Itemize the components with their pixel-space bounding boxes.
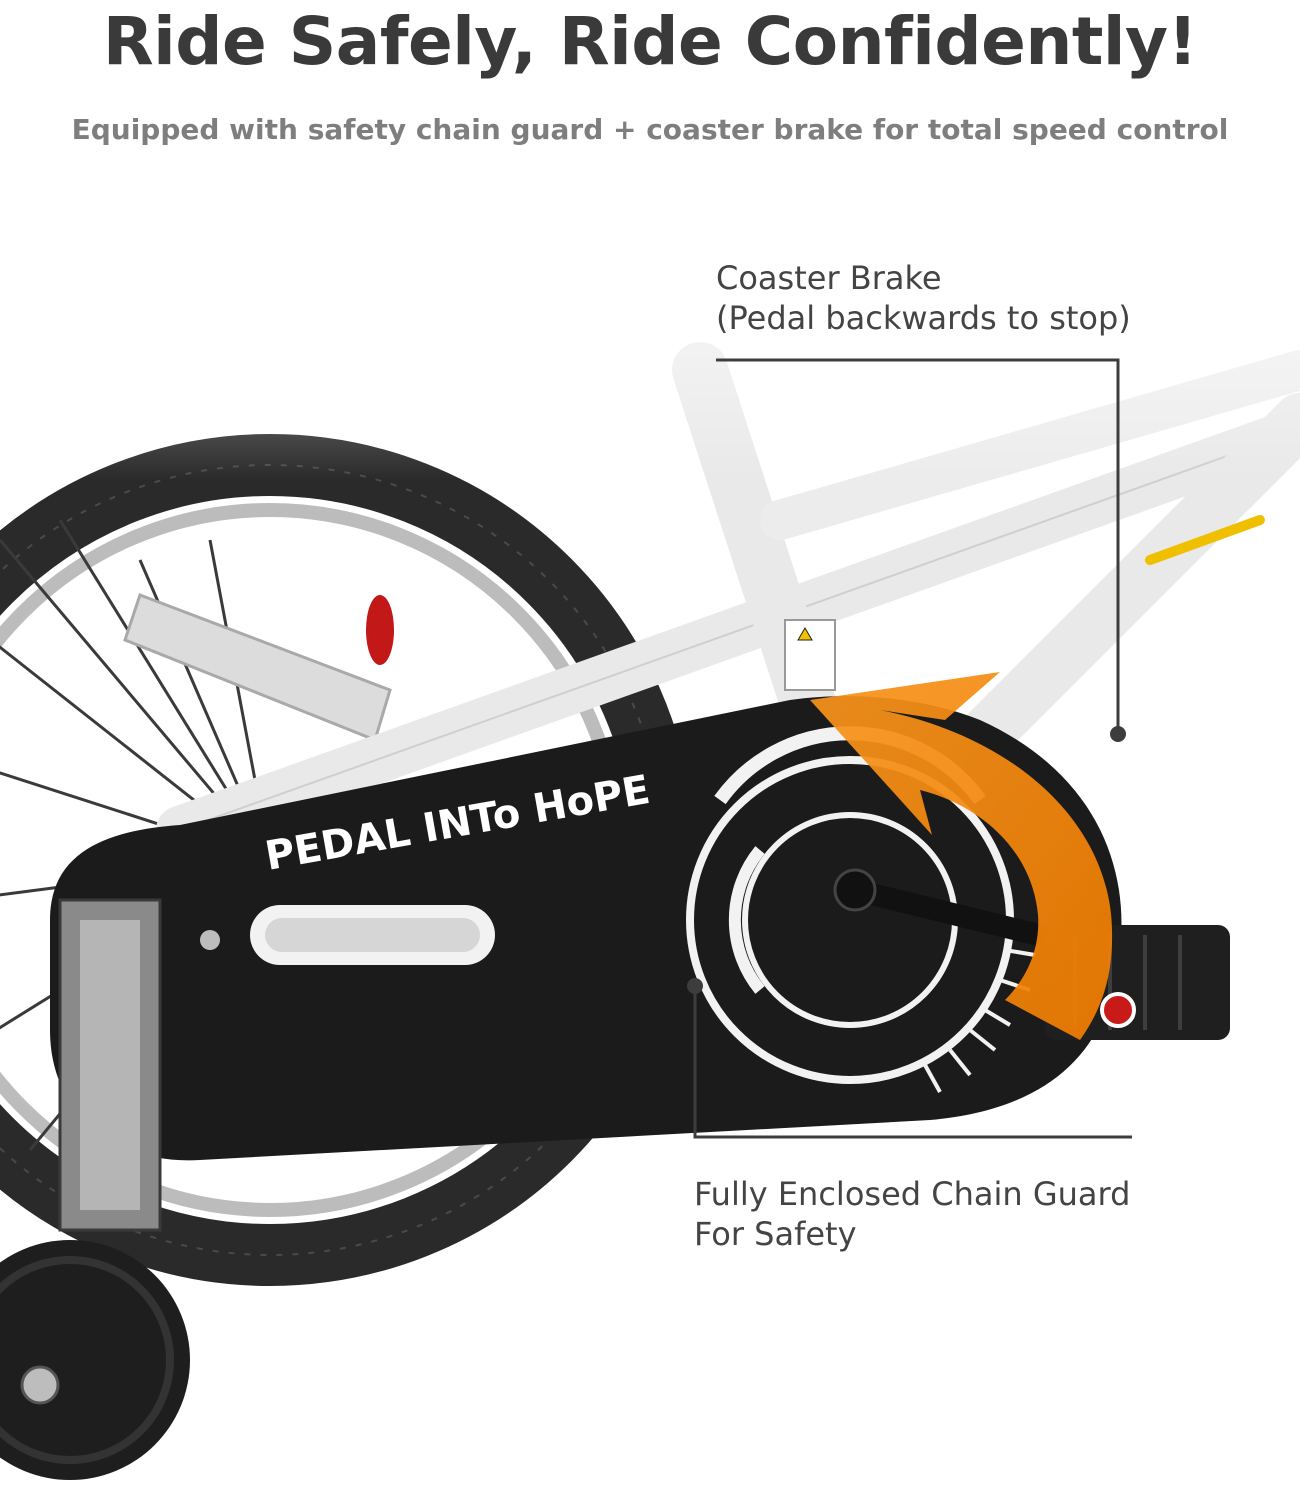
coaster-brake-callout: Coaster Brake (Pedal backwards to stop) bbox=[716, 258, 1131, 338]
coaster-brake-note: (Pedal backwards to stop) bbox=[716, 299, 1131, 337]
orange-curved-arrow-icon bbox=[810, 672, 1113, 1040]
chain-guard-title: Fully Enclosed Chain Guard bbox=[694, 1175, 1131, 1213]
callout-dot-icon bbox=[1110, 726, 1126, 742]
callout-leader-lines bbox=[693, 358, 1132, 1139]
page-subtitle: Equipped with safety chain guard + coast… bbox=[71, 113, 1229, 146]
coaster-brake-title: Coaster Brake bbox=[716, 259, 942, 297]
callout-dot-icon bbox=[687, 978, 703, 994]
training-wheel bbox=[0, 898, 190, 1480]
rear-reflector bbox=[123, 593, 394, 743]
chain-guard-note: For Safety bbox=[694, 1215, 857, 1253]
guard-leader-line bbox=[693, 986, 1132, 1139]
brake-leader-line bbox=[716, 358, 1120, 734]
chain-guard-callout: Fully Enclosed Chain Guard For Safety bbox=[694, 1174, 1130, 1254]
page-title: Ride Safely, Ride Confidently! bbox=[102, 3, 1198, 80]
